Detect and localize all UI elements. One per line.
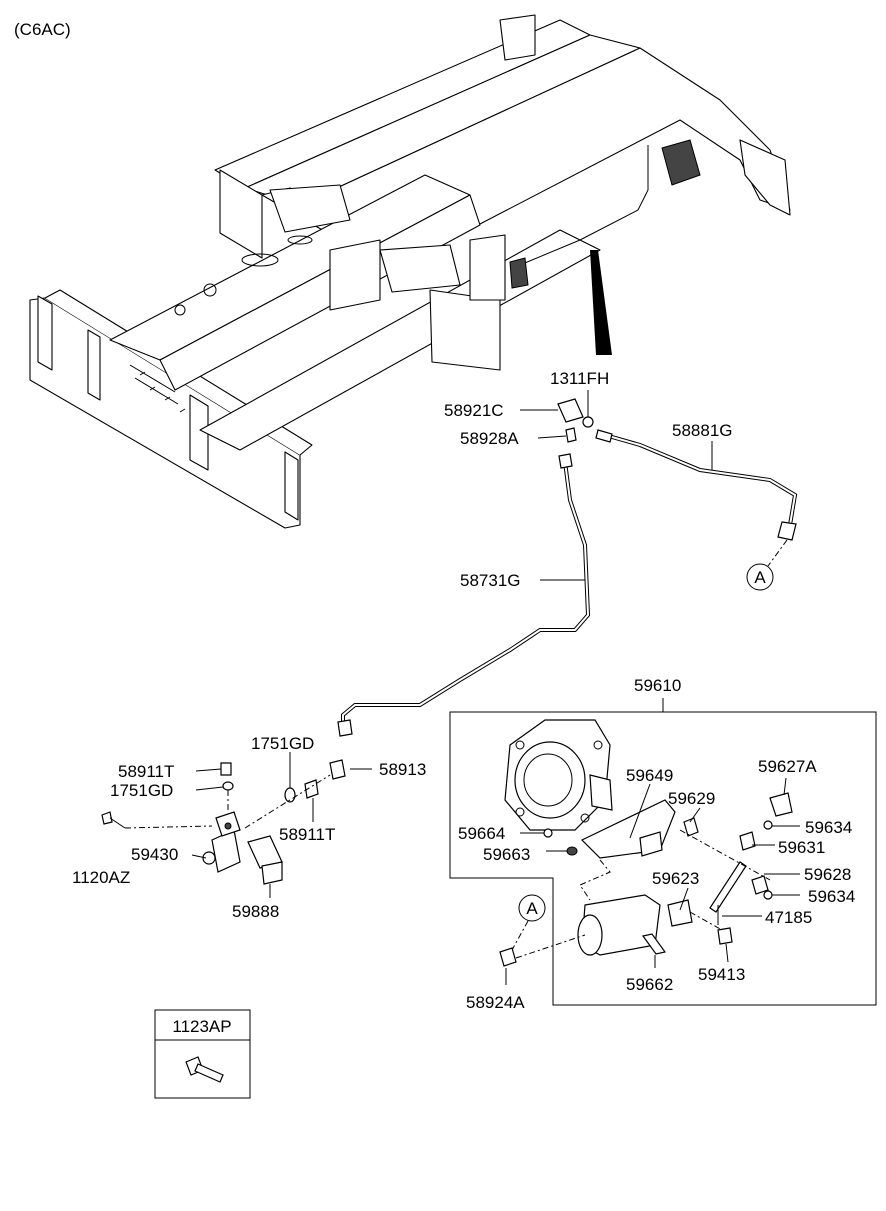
label-47185: 47185 — [765, 908, 812, 927]
model-code: (C6AC) — [14, 20, 71, 39]
fitting-58911T-right — [304, 779, 319, 799]
washer-59663 — [566, 846, 578, 856]
fitting-end-58881G — [595, 429, 797, 541]
fitting-bottom-58731G — [337, 719, 353, 737]
fitting-58921C — [557, 398, 584, 423]
bolt-59413 — [717, 927, 733, 945]
label-59430: 59430 — [131, 845, 178, 864]
label-59627A: 59627A — [758, 757, 817, 776]
label-59623: 59623 — [652, 869, 699, 888]
label-59649: 59649 — [626, 766, 673, 785]
throttle-body-59649 — [504, 719, 613, 831]
clip-59627A — [769, 792, 793, 817]
label-59628: 59628 — [804, 865, 851, 884]
brake-line-58881G — [603, 433, 798, 527]
label-59629: 59629 — [668, 789, 715, 808]
valve-59430 — [202, 811, 241, 873]
fitting-58924A — [499, 934, 586, 967]
legend-box-1123AP: 1123AP — [154, 1009, 251, 1099]
grommet-59628 — [751, 875, 769, 895]
reference-marker-a-top-label: A — [754, 568, 766, 587]
label-59888: 59888 — [232, 902, 279, 921]
reference-marker-a-top: A — [746, 539, 788, 591]
label-1311FH: 1311FH — [550, 369, 609, 388]
cylinder-59623 — [577, 894, 693, 956]
leader-lines — [191, 390, 800, 985]
brake-line-58731G — [341, 460, 591, 730]
fitting-top-58731G — [558, 453, 573, 469]
label-58928A: 58928A — [460, 429, 519, 448]
label-58921C: 58921C — [444, 401, 504, 420]
label-58881G: 58881G — [672, 421, 733, 440]
bolt-59629 — [683, 817, 699, 837]
link-rod — [709, 861, 747, 913]
fitting-58911T-left — [220, 762, 232, 776]
washer-1751GD-right — [284, 787, 296, 803]
label-58731G: 58731G — [460, 571, 521, 590]
assembly-box-59610 — [449, 698, 877, 1006]
reference-marker-a-bottom-label: A — [526, 899, 538, 918]
nut-59664 — [543, 828, 553, 838]
nut-59634-upper — [763, 820, 773, 830]
bracket-59888 — [247, 835, 283, 885]
label-59413: 59413 — [698, 965, 745, 984]
label-1120AZ: 1120AZ — [72, 868, 130, 887]
bolt-1123AP-icon — [185, 1056, 224, 1083]
label-59610: 59610 — [634, 676, 681, 695]
label-59634-upper: 59634 — [805, 818, 852, 837]
label-59631: 59631 — [778, 838, 825, 857]
label-58911T-right: 58911T — [279, 825, 335, 844]
part-labels: 1311FH 58921C 58928A 58881G 58731G 59610… — [72, 369, 855, 1012]
label-59664: 59664 — [458, 824, 505, 843]
label-1123AP: 1123AP — [172, 1017, 231, 1036]
reference-marker-a-bottom: A — [511, 894, 546, 951]
chassis-frame — [29, 14, 791, 529]
fitting-58928A — [565, 427, 577, 443]
fitting-1311FH — [582, 416, 594, 428]
label-58913: 58913 — [379, 760, 426, 779]
nut-59634-lower — [763, 890, 773, 900]
bolt-59631 — [739, 831, 756, 851]
label-59662: 59662 — [626, 975, 673, 994]
bolt-1120AZ — [101, 811, 213, 829]
label-59634-lower: 59634 — [808, 887, 855, 906]
label-58911T-left: 58911T — [118, 762, 174, 781]
label-1751GD-lower: 1751GD — [110, 781, 173, 800]
fitting-58913 — [329, 759, 346, 780]
bracket-plate — [580, 799, 676, 859]
washer-1751GD-left — [222, 781, 234, 791]
label-1751GD-upper: 1751GD — [251, 734, 314, 753]
label-58924A: 58924A — [466, 993, 525, 1012]
bolt-59662 — [641, 933, 667, 955]
label-59663: 59663 — [483, 845, 530, 864]
